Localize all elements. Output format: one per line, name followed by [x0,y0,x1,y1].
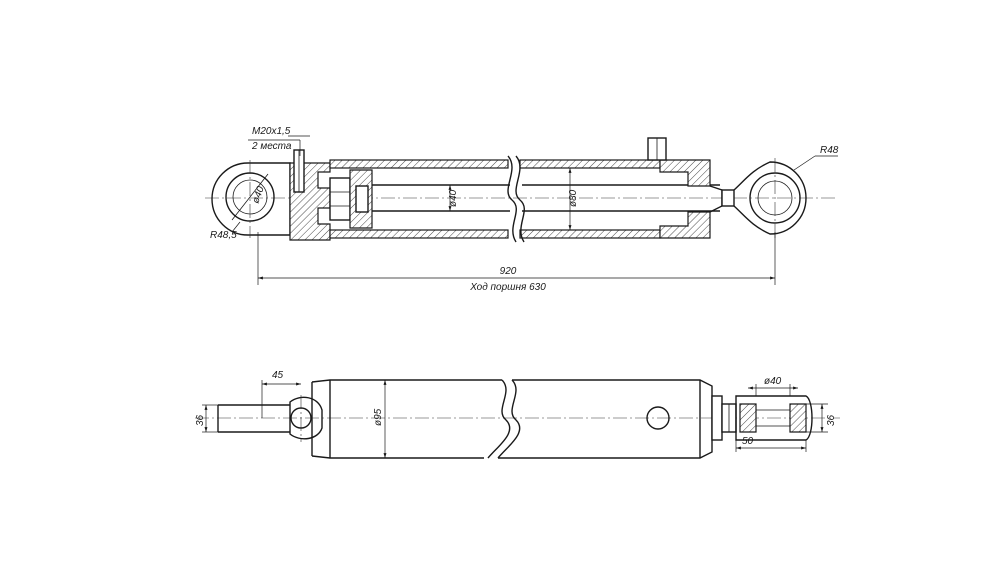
right-radius-label: R48 [820,145,839,156]
cylinder-body [311,379,713,459]
pin-offset-label: 45 [272,370,284,381]
stroke-label: Ход поршня 630 [469,282,546,293]
body-diameter-label: ø95 [373,408,384,426]
overall-length-label: 920 [500,266,517,277]
rod-neck [709,185,723,213]
gland-lower [659,211,711,239]
left-lug [289,396,323,440]
left-radius-label: R48,5 [210,230,237,241]
right-pin-height-label: 36 [826,414,837,426]
rod-end-bottom [711,395,737,441]
bottom-external-view: 45 36 ø95 ø40 50 36 [195,370,840,459]
eye-bore-label: ø40 [764,376,782,387]
eye-width-label: 50 [742,436,754,447]
cylinder-tube [329,155,661,243]
gland-upper [659,159,711,187]
top-sectional-view: 920 Ход поршня 630 M20x1,5 2 места ø40 ø… [205,126,839,293]
left-pin-height-label: 36 [195,414,206,426]
left-eye-mount [211,160,291,238]
piston-nut [329,177,351,221]
bore-diameter-label: ø80 [568,189,579,207]
right-eye-section [735,395,813,441]
left-pin [217,404,290,433]
rod-diameter-label: ø40 [448,189,459,207]
thread-label: M20x1,5 [252,126,291,137]
right-eye-mount [733,158,807,240]
thread-count-label: 2 места [251,141,292,152]
piston-rod [372,184,720,212]
